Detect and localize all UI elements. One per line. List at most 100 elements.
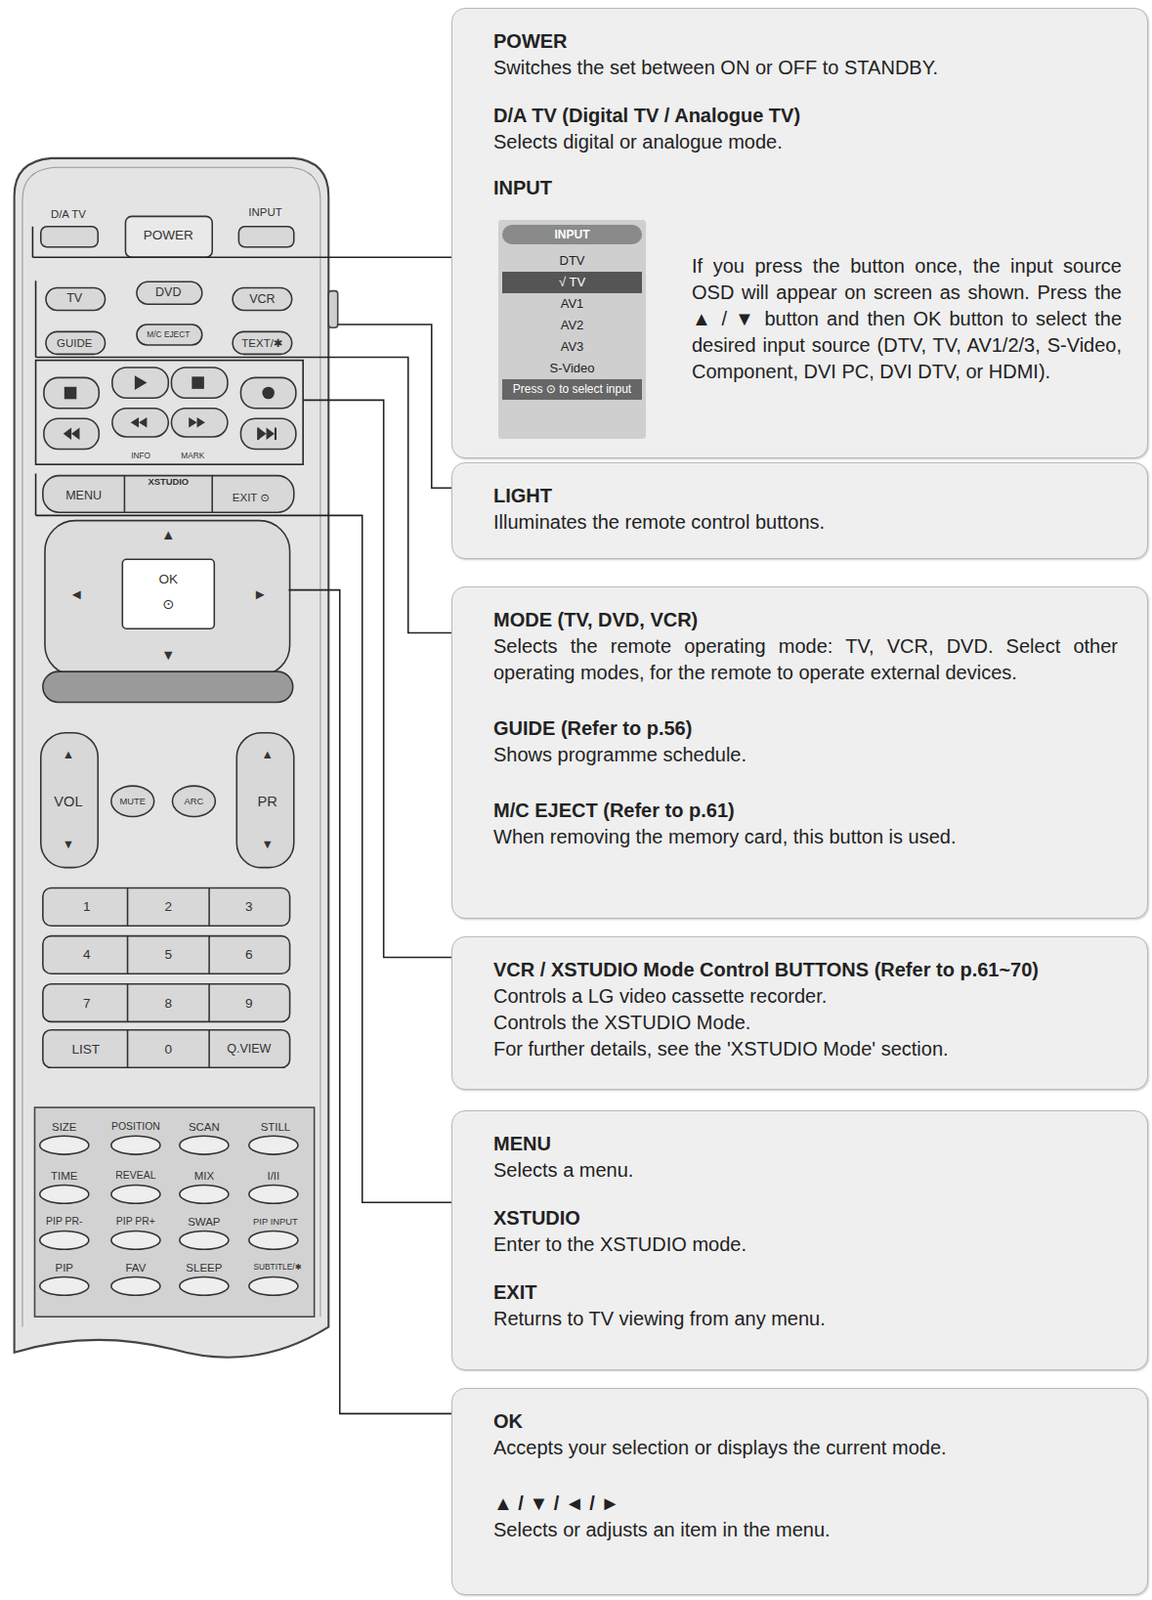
remote-button bbox=[125, 215, 213, 257]
leader-line bbox=[302, 399, 452, 957]
callout-text: Selects a menu. bbox=[493, 1156, 1118, 1184]
button-label: 9 bbox=[245, 995, 254, 1011]
button-label: ARC bbox=[184, 796, 205, 807]
transport-symbol bbox=[257, 427, 276, 441]
button-label: ► bbox=[253, 586, 267, 602]
osd-item: S-Video bbox=[502, 357, 642, 380]
button-label: 8 bbox=[165, 995, 173, 1011]
remote-button bbox=[42, 936, 291, 975]
leader-line bbox=[289, 590, 453, 1414]
callout-text: If you press the button once, the input … bbox=[691, 253, 1122, 385]
remote-button bbox=[112, 408, 169, 437]
remote-button bbox=[170, 367, 227, 398]
button-label: REVEAL bbox=[115, 1169, 156, 1181]
callout-box: VCR / XSTUDIO Mode Control BUTTONS (Refe… bbox=[451, 936, 1149, 1090]
callout-heading: LIGHT bbox=[493, 482, 1118, 510]
remote-button bbox=[122, 558, 214, 629]
button-label: PIP bbox=[55, 1261, 75, 1275]
callout-heading: MODE (TV, DVD, VCR) bbox=[493, 606, 1118, 634]
button-label: ▲ bbox=[161, 526, 175, 543]
leader-line bbox=[32, 256, 452, 258]
callout-text: For further details, see the 'XSTUDIO Mo… bbox=[493, 1035, 1118, 1063]
transport-symbol bbox=[134, 375, 148, 390]
remote-button bbox=[41, 732, 98, 868]
remote-body bbox=[14, 158, 330, 1358]
remote-button bbox=[41, 215, 297, 1067]
remote-button bbox=[236, 732, 294, 868]
transport-symbol bbox=[261, 386, 275, 400]
transport-symbol bbox=[191, 376, 205, 389]
callout-heading: INPUT bbox=[493, 174, 1118, 202]
callout-heading: EXIT bbox=[493, 1279, 1118, 1306]
button-label: PR bbox=[256, 793, 277, 810]
button-label: ▼ bbox=[260, 838, 273, 853]
remote-button bbox=[45, 331, 106, 354]
button-label: ▲ bbox=[62, 748, 75, 763]
remote-button bbox=[232, 331, 293, 354]
callout-box: POWERSwitches the set between ON or OFF … bbox=[451, 7, 1149, 459]
remote-button bbox=[128, 888, 211, 1068]
leader-line bbox=[338, 324, 453, 488]
button-label: 2 bbox=[165, 899, 173, 915]
remote-button bbox=[111, 1276, 161, 1295]
button-label: INPUT bbox=[248, 206, 282, 219]
callout-text: When removing the memory card, this butt… bbox=[493, 823, 1118, 851]
remote-button bbox=[136, 281, 203, 304]
remote-button bbox=[40, 1184, 89, 1203]
button-label: ⊙ bbox=[162, 596, 174, 612]
osd-item: AV1 bbox=[502, 293, 642, 315]
transport-symbol bbox=[64, 386, 78, 400]
callout-box: MENUSelects a menu.XSTUDIOEnter to the X… bbox=[451, 1109, 1149, 1370]
remote-body bbox=[14, 158, 339, 1358]
remote-button bbox=[111, 1184, 161, 1203]
remote-button bbox=[111, 785, 155, 816]
remote-button bbox=[238, 226, 294, 248]
osd-item: INPUT bbox=[502, 224, 642, 245]
button-label: Q.VIEW bbox=[226, 1042, 271, 1057]
button-label: M/C EJECT bbox=[146, 330, 190, 340]
callout-text: Enter to the XSTUDIO mode. bbox=[493, 1231, 1118, 1258]
button-label: POWER bbox=[143, 228, 194, 244]
callout-text: Selects digital or analogue mode. bbox=[493, 128, 1118, 156]
remote-button bbox=[249, 1276, 299, 1295]
remote-button bbox=[41, 226, 98, 248]
button-label: D/A TV bbox=[50, 208, 86, 221]
callout-box: MODE (TV, DVD, VCR)Selects the remote op… bbox=[451, 586, 1149, 919]
remote-body bbox=[22, 167, 321, 1326]
remote-button bbox=[249, 1135, 299, 1154]
osd-item: DTV bbox=[502, 250, 642, 272]
remote-button bbox=[42, 983, 291, 1023]
callout-bracket bbox=[36, 360, 304, 466]
callout-text: Illuminates the remote control buttons. bbox=[493, 509, 1118, 536]
leader-line bbox=[36, 357, 453, 634]
button-label: 6 bbox=[245, 947, 254, 963]
button-label: MENU bbox=[65, 489, 102, 504]
callout-bracket bbox=[32, 226, 36, 516]
callout-text: Switches the set between ON or OFF to ST… bbox=[493, 54, 1118, 82]
callout-text: Selects the remote operating mode: TV, V… bbox=[493, 633, 1118, 686]
button-label: TEXT/✱ bbox=[241, 337, 283, 350]
button-label: 3 bbox=[245, 899, 254, 915]
button-label: VOL bbox=[53, 793, 83, 810]
callout-heading: GUIDE (Refer to p.56) bbox=[493, 715, 1118, 742]
remote-button bbox=[171, 785, 215, 816]
button-label: TV bbox=[66, 292, 83, 306]
remote-button bbox=[40, 1276, 89, 1295]
remote-button bbox=[42, 475, 295, 513]
button-label: GUIDE bbox=[56, 337, 92, 350]
callout-text: Accepts your selection or displays the c… bbox=[493, 1434, 1118, 1461]
button-label: INFO bbox=[130, 451, 151, 461]
remote-button bbox=[40, 1230, 89, 1249]
remote-button bbox=[43, 377, 99, 408]
remote-button bbox=[40, 1135, 89, 1154]
button-label: POSITION bbox=[111, 1120, 161, 1132]
button-label: 5 bbox=[165, 947, 173, 963]
remote-button bbox=[111, 1230, 161, 1249]
button-label: PIP PR- bbox=[45, 1215, 84, 1227]
button-label: ▼ bbox=[62, 838, 75, 853]
remote-illustration bbox=[14, 158, 453, 1413]
remote-button bbox=[42, 671, 294, 702]
button-label: PIP INPUT bbox=[253, 1216, 299, 1227]
callout-heading: OK bbox=[493, 1408, 1118, 1435]
